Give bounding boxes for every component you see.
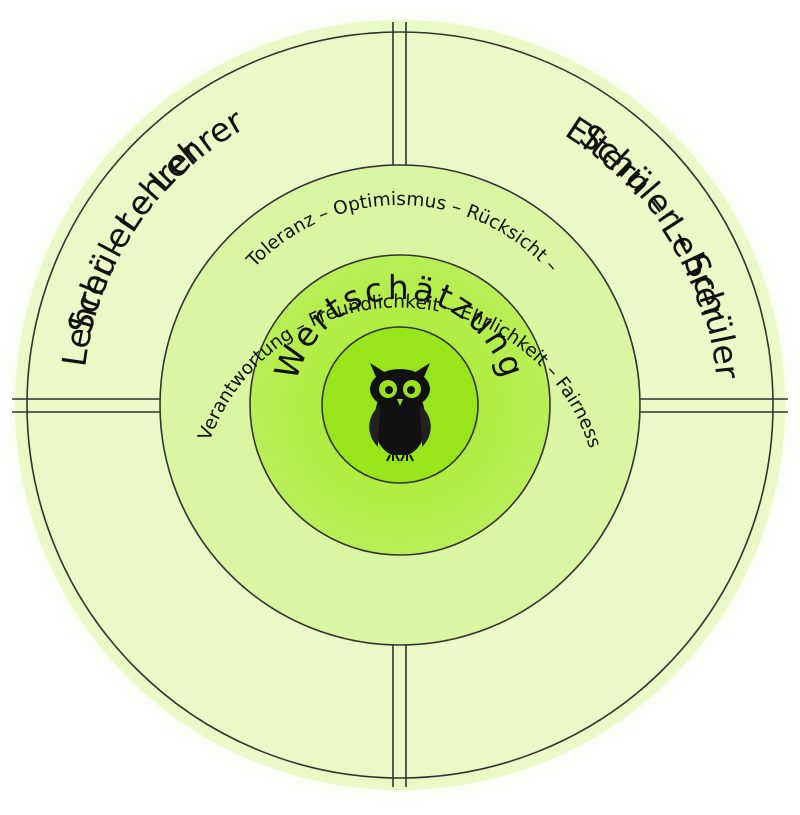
owl-icon: [369, 363, 431, 462]
